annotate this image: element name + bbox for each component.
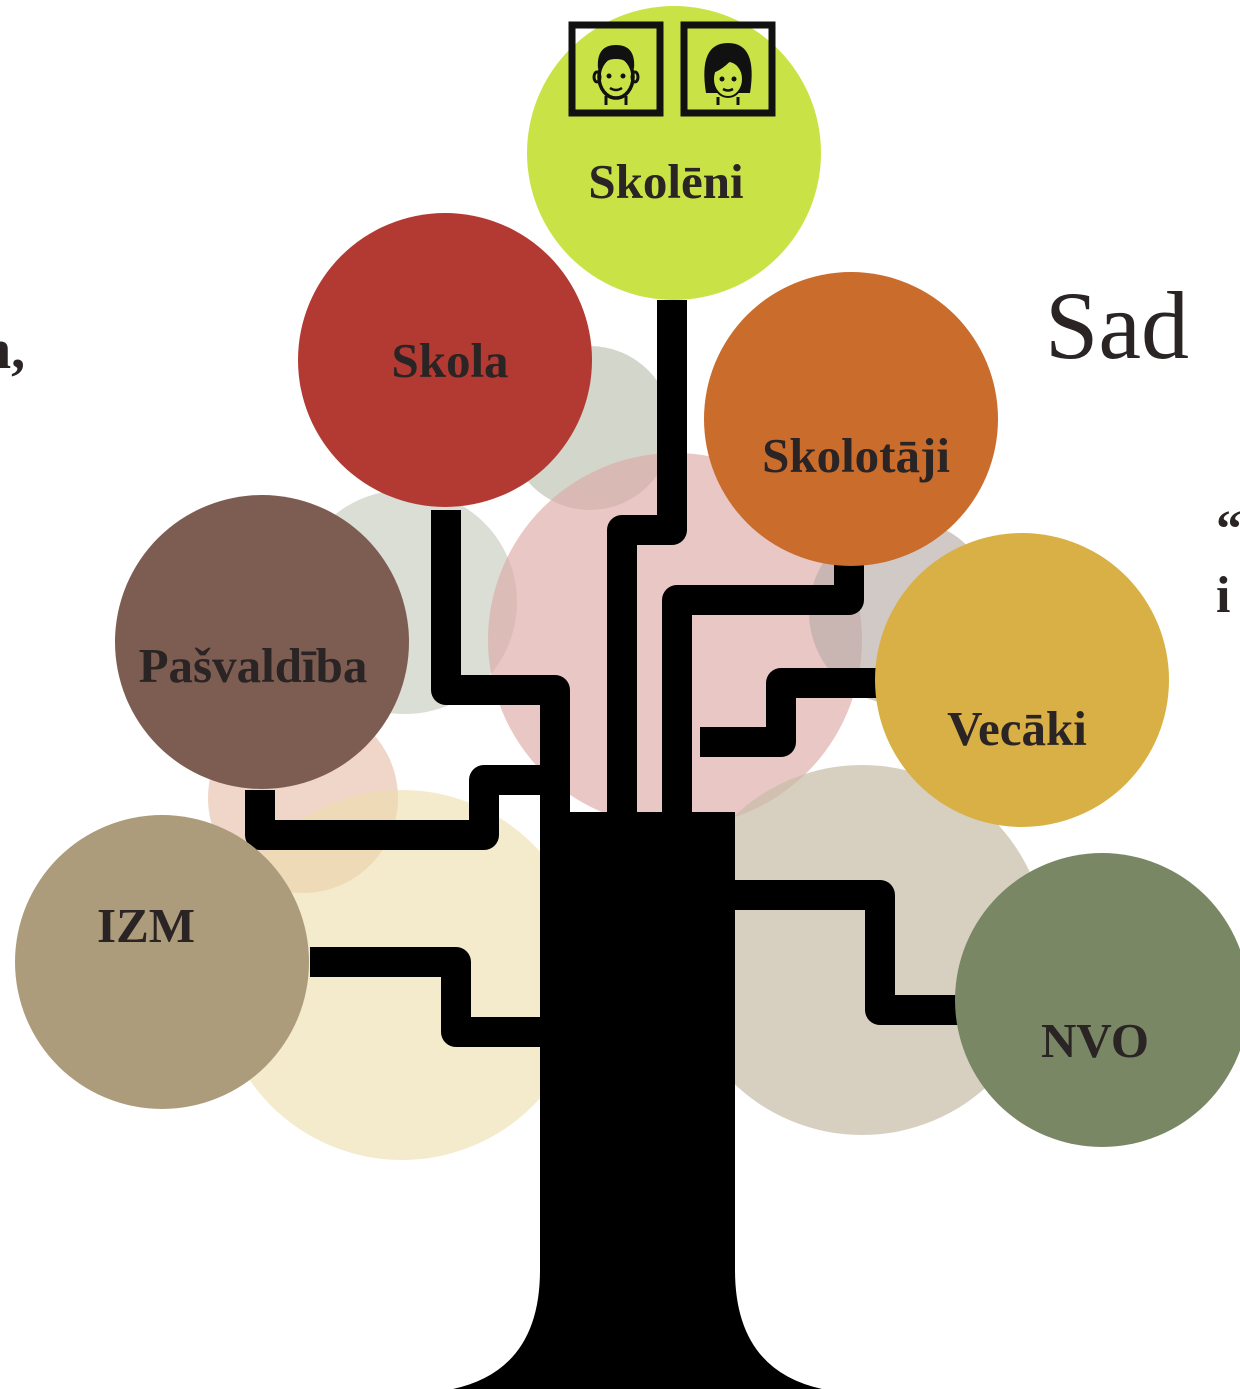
node-label-vecaki: Vecāki xyxy=(947,701,1087,756)
node-circle-vecaki xyxy=(875,533,1169,827)
node-label-skola: Skola xyxy=(391,333,508,388)
boy-face-icon xyxy=(568,21,664,117)
branch-skoleni xyxy=(607,300,687,830)
title-fragment: Sad xyxy=(1045,272,1189,379)
node-circle-skolotaji xyxy=(704,272,998,566)
bg-circle-taupe-right xyxy=(677,765,1047,1135)
node-pasvaldiba: Pašvaldība xyxy=(115,495,409,789)
quote-fragment-line-2: i xyxy=(1216,567,1231,624)
node-label-nvo: NVO xyxy=(1041,1013,1149,1068)
node-circle-izm xyxy=(15,815,309,1109)
node-circle-pasvaldiba xyxy=(115,495,409,789)
node-nvo: NVO xyxy=(955,853,1240,1147)
girl-face-icon xyxy=(680,21,776,117)
node-label-skolotaji: Skolotāji xyxy=(762,428,950,483)
node-skola: Skola xyxy=(298,213,592,507)
node-skolotaji: Skolotāji xyxy=(704,272,998,566)
branch-pasvaldiba xyxy=(245,765,550,850)
node-izm: IZM xyxy=(15,815,309,1109)
node-vecaki: Vecāki xyxy=(875,533,1169,827)
branch-nvo xyxy=(735,880,960,1025)
branch-vecaki xyxy=(700,668,880,757)
tree-branches xyxy=(245,300,960,1047)
branch-skolotaji xyxy=(662,565,864,830)
quote-fragment-line-1: “ xyxy=(1216,501,1240,558)
node-circle-skola xyxy=(298,213,592,507)
branch-skola xyxy=(431,510,570,830)
node-label-skoleni: Skolēni xyxy=(588,154,743,209)
branch-izm xyxy=(310,947,550,1047)
node-circle-nvo xyxy=(955,853,1240,1147)
node-label-izm: IZM xyxy=(97,898,195,953)
tree-trunk xyxy=(453,812,822,1389)
left-text-fragment: n, xyxy=(0,319,26,381)
node-label-pasvaldiba: Pašvaldība xyxy=(139,638,368,693)
